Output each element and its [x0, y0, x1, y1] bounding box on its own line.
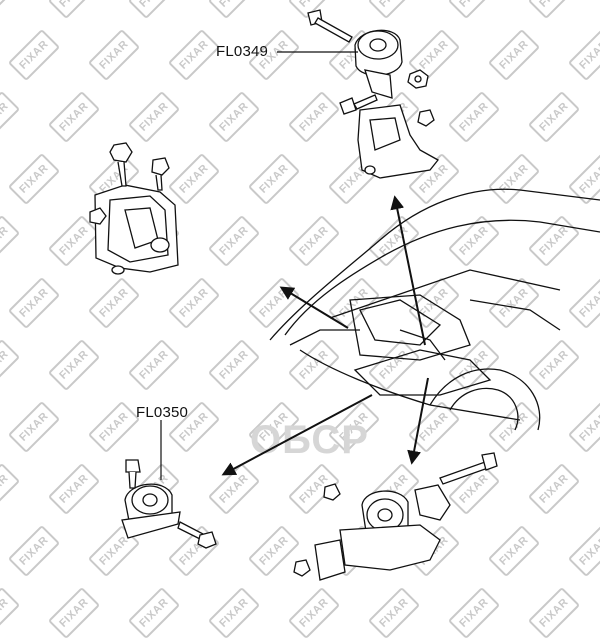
- engine-mount-icon-left: [94, 184, 179, 275]
- arrow-icon-to-lower-left: [221, 394, 373, 476]
- arrow-icon-to-lower-right: [407, 377, 429, 465]
- car-outline-icon: [269, 188, 600, 431]
- part-number-label-lower: FL0350: [136, 404, 189, 421]
- nut-icon-upper-1: [407, 69, 429, 89]
- nut-icon-left-2: [151, 157, 170, 191]
- arrow-icon-to-left: [279, 286, 349, 329]
- nut-icon-lower-right-1: [323, 483, 341, 501]
- nut-icon-lower-right-2: [293, 559, 311, 577]
- arrow-icon-to-upper: [390, 195, 426, 346]
- nut-icon-left-1: [109, 142, 133, 187]
- bolt-icon-upper-2: [339, 94, 378, 115]
- engine-mount-icon-upper: [354, 29, 439, 179]
- nut-icon-upper-2: [417, 109, 435, 127]
- center-watermark: ОБСР: [250, 418, 369, 462]
- bolt-icon-left: [89, 207, 107, 225]
- engine-mount-icon-lower-right: [314, 484, 451, 581]
- part-number-label-upper: FL0349: [216, 43, 269, 60]
- exploded-diagram: [89, 9, 600, 581]
- bolt-icon-lower-right-1: [439, 452, 498, 485]
- bolt-icon-lower-left-1: [125, 459, 141, 489]
- bolt-icon-upper-1: [307, 9, 353, 43]
- bolt-icon-lower-left-2: [177, 521, 217, 549]
- engine-mount-icon-lower-left: [121, 483, 181, 539]
